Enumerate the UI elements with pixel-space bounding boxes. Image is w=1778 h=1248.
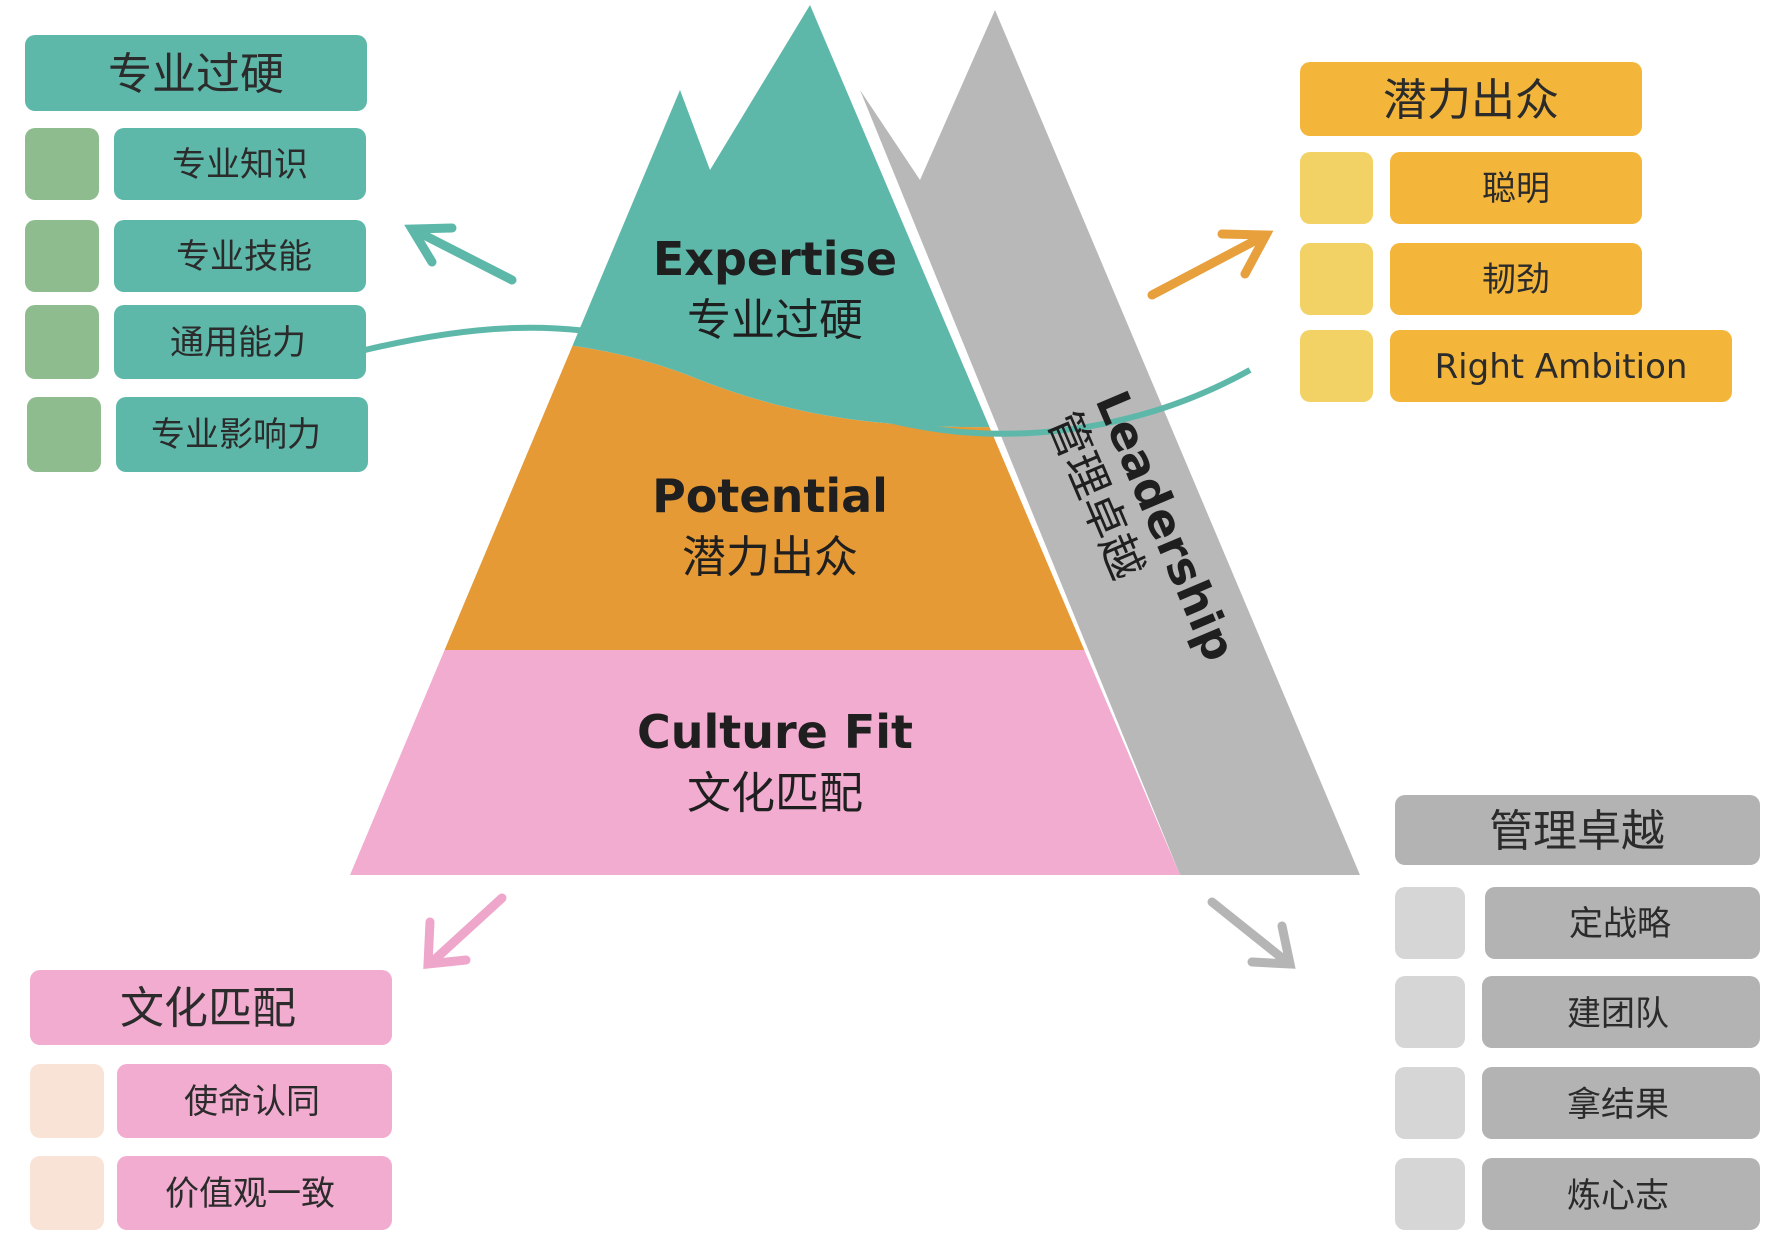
culture-panel-title-box bbox=[30, 970, 392, 1045]
expertise-wave-line bbox=[364, 324, 1252, 437]
arrow-to-potential bbox=[1147, 229, 1274, 300]
leadership-panel-title: 管理卓越 bbox=[1489, 806, 1665, 857]
leadership-item-label: 炼心志 bbox=[1567, 1176, 1669, 1216]
expertise-item-box bbox=[116, 397, 368, 472]
leadership-item-label: 定战略 bbox=[1569, 904, 1671, 944]
leadership-item-marker bbox=[1395, 1067, 1465, 1139]
leadership-item-label: 拿结果 bbox=[1567, 1085, 1669, 1125]
arrow-to-leadership bbox=[1207, 897, 1296, 969]
potential-item-label: 韧劲 bbox=[1482, 260, 1550, 300]
culture-panel-title: 文化匹配 bbox=[120, 983, 296, 1034]
culture-item-box bbox=[117, 1064, 392, 1138]
expertise-panel: 专业过硬 专业知识 专业技能 通用能力 专业影响力 bbox=[25, 35, 368, 472]
potential-item-label: 聪明 bbox=[1482, 169, 1550, 209]
expertise-item-marker bbox=[27, 397, 101, 472]
potential-item-box bbox=[1390, 152, 1642, 224]
potential-label-zh: 潜力出众 bbox=[682, 532, 858, 583]
expertise-panel-title-box bbox=[25, 35, 367, 111]
leadership-item-box bbox=[1485, 887, 1760, 959]
leadership-item-box bbox=[1482, 1067, 1760, 1139]
culture-fit-layer bbox=[350, 650, 1180, 875]
arrow-to-culture bbox=[423, 893, 507, 970]
leadership-panel: 管理卓越 定战略 建团队 拿结果 炼心志 bbox=[1395, 795, 1760, 1230]
expertise-item-box bbox=[114, 128, 366, 200]
potential-item-marker bbox=[1300, 152, 1373, 224]
potential-item-marker bbox=[1300, 330, 1373, 402]
leadership-item-marker bbox=[1395, 1158, 1465, 1230]
culture-label-en: Culture Fit bbox=[637, 705, 913, 759]
culture-item-label: 使命认同 bbox=[184, 1082, 320, 1122]
culture-panel: 文化匹配 使命认同 价值观一致 bbox=[30, 970, 392, 1230]
expertise-label-zh: 专业过硬 bbox=[687, 295, 863, 346]
expertise-item-label: 专业知识 bbox=[172, 145, 308, 185]
culture-item-label: 价值观一致 bbox=[165, 1174, 335, 1214]
potential-panel-title: 潜力出众 bbox=[1383, 75, 1559, 126]
culture-item-box bbox=[117, 1156, 392, 1230]
leadership-item-box bbox=[1482, 1158, 1760, 1230]
expertise-item-marker bbox=[25, 305, 99, 379]
expertise-item-box bbox=[114, 305, 366, 379]
potential-item-box bbox=[1390, 243, 1642, 315]
culture-label-zh: 文化匹配 bbox=[687, 768, 863, 819]
potential-label-en: Potential bbox=[652, 469, 888, 523]
potential-item-label: Right Ambition bbox=[1435, 347, 1688, 387]
culture-item-marker bbox=[30, 1064, 104, 1138]
leadership-item-box bbox=[1482, 976, 1760, 1048]
expertise-item-marker bbox=[25, 128, 99, 200]
leadership-item-label: 建团队 bbox=[1567, 994, 1669, 1034]
arrow-to-expertise bbox=[404, 223, 517, 285]
potential-panel: 潜力出众 聪明 韧劲 Right Ambition bbox=[1300, 62, 1732, 402]
leadership-item-marker bbox=[1395, 976, 1465, 1048]
leadership-panel-title-box bbox=[1395, 795, 1760, 865]
expertise-panel-title: 专业过硬 bbox=[108, 49, 284, 100]
expertise-item-label: 专业影响力 bbox=[151, 415, 321, 455]
potential-item-box bbox=[1390, 330, 1732, 402]
leadership-item-marker bbox=[1395, 887, 1465, 959]
leadership-mountain bbox=[860, 10, 1360, 875]
potential-item-marker bbox=[1300, 243, 1373, 315]
expertise-item-marker bbox=[25, 220, 99, 292]
expertise-item-box bbox=[114, 220, 366, 292]
expertise-label-en: Expertise bbox=[653, 232, 897, 286]
potential-panel-title-box bbox=[1300, 62, 1642, 136]
culture-item-marker bbox=[30, 1156, 104, 1230]
expertise-item-label: 专业技能 bbox=[176, 237, 312, 277]
expertise-item-label: 通用能力 bbox=[170, 323, 306, 363]
